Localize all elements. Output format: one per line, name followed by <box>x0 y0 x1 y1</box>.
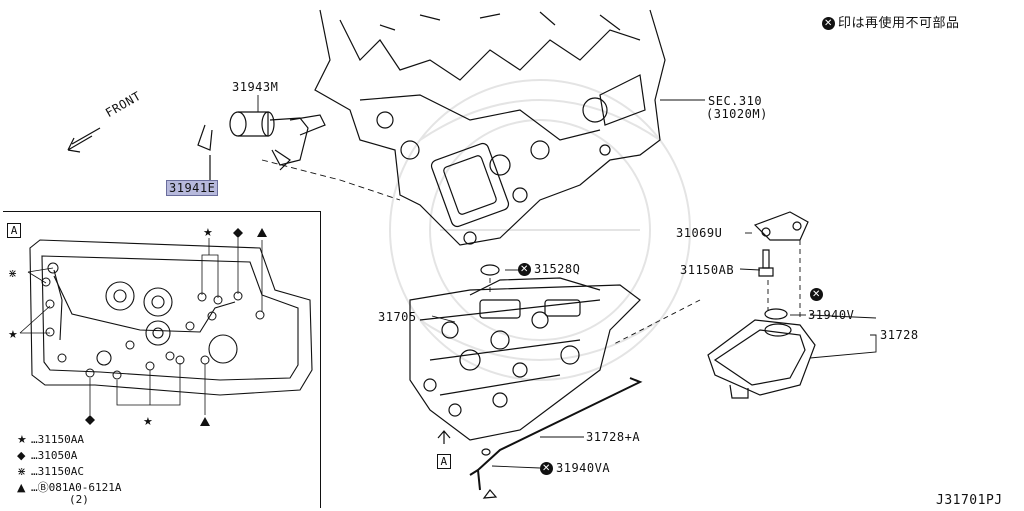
label-31941e[interactable]: 31941E <box>166 180 219 196</box>
oil-filter <box>707 319 816 399</box>
pipe <box>469 377 643 491</box>
label-31528q[interactable]: ✕31528Q <box>518 262 580 276</box>
label-31940va-text: 31940VA <box>556 461 611 475</box>
label-31940v[interactable]: 31940V <box>808 308 855 322</box>
oring-31528q <box>480 264 500 276</box>
svg-text:★: ★ <box>8 328 18 341</box>
inset-title: A <box>7 219 21 238</box>
label-31150ab[interactable]: 31150AB <box>680 263 735 277</box>
star-icon: ★ <box>17 433 27 446</box>
label-31705[interactable]: 31705 <box>378 310 417 324</box>
reuse-note-text: 印は再使用不可部品 <box>838 16 960 31</box>
inset-drawing: ★ ⋇ ★ ★ <box>8 226 313 428</box>
label-31943m[interactable]: 31943M <box>232 80 279 94</box>
triangle-icon: ▲ <box>17 481 26 494</box>
valve-body <box>409 277 641 441</box>
legend-qty: (2) <box>69 493 89 506</box>
legend-item-qty: (2) <box>69 493 89 506</box>
label-31069u[interactable]: 31069U <box>676 226 723 240</box>
reuse-note: ✕印は再使用不可部品 <box>822 17 960 31</box>
filter-seal <box>764 308 788 320</box>
label-31728[interactable]: 31728 <box>880 328 919 342</box>
x-mark-icon: ✕ <box>810 288 823 301</box>
label-sec310-sub: (31020M) <box>706 107 768 121</box>
label-sec310[interactable]: SEC.310 <box>708 94 763 108</box>
inset-title-label: A <box>7 223 21 238</box>
inset-view-a: A ★ …31150AA ◆ …31050A ⋇ …31150AC ▲ …Ⓑ081A0-… <box>3 211 321 508</box>
label-31728a[interactable]: 31728+A <box>586 430 641 444</box>
legend-item-081a0: ▲ …Ⓑ081A0-6121A <box>17 481 121 494</box>
solenoid-assembly <box>229 111 326 171</box>
bracket <box>753 211 809 241</box>
view-a-label: A <box>437 454 451 469</box>
x-mark-icon: ✕ <box>822 17 835 30</box>
diagram-id: J31701PJ <box>936 493 1003 508</box>
transmission-case <box>314 9 666 246</box>
x-mark-31940v: ✕ <box>810 287 826 301</box>
cross-star-icon: ⋇ <box>17 465 27 478</box>
x-mark-icon: ✕ <box>540 462 553 475</box>
watermark-emblem <box>389 79 691 381</box>
legend-item-31050a: ◆ …31050A <box>17 449 77 462</box>
view-a-marker[interactable]: A <box>437 454 451 469</box>
svg-text:★: ★ <box>143 415 153 428</box>
legend-item-31150aa: ★ …31150AA <box>17 433 84 446</box>
legend-text: …31150AA <box>31 433 84 446</box>
legend-text: …31050A <box>31 449 78 462</box>
diamond-icon: ◆ <box>17 449 26 462</box>
svg-text:⋇: ⋇ <box>8 267 17 280</box>
svg-text:★: ★ <box>203 226 213 239</box>
clip-31941e <box>197 124 213 151</box>
bolt <box>758 249 774 277</box>
legend-text: …Ⓑ081A0-6121A <box>31 481 122 494</box>
label-31528q-text: 31528Q <box>534 262 581 276</box>
legend-item-31150ac: ⋇ …31150AC <box>17 465 84 478</box>
front-arrow <box>67 127 101 153</box>
label-31940va[interactable]: ✕31940VA <box>540 461 610 475</box>
x-mark-icon: ✕ <box>518 263 531 276</box>
legend-text: …31150AC <box>31 465 84 478</box>
